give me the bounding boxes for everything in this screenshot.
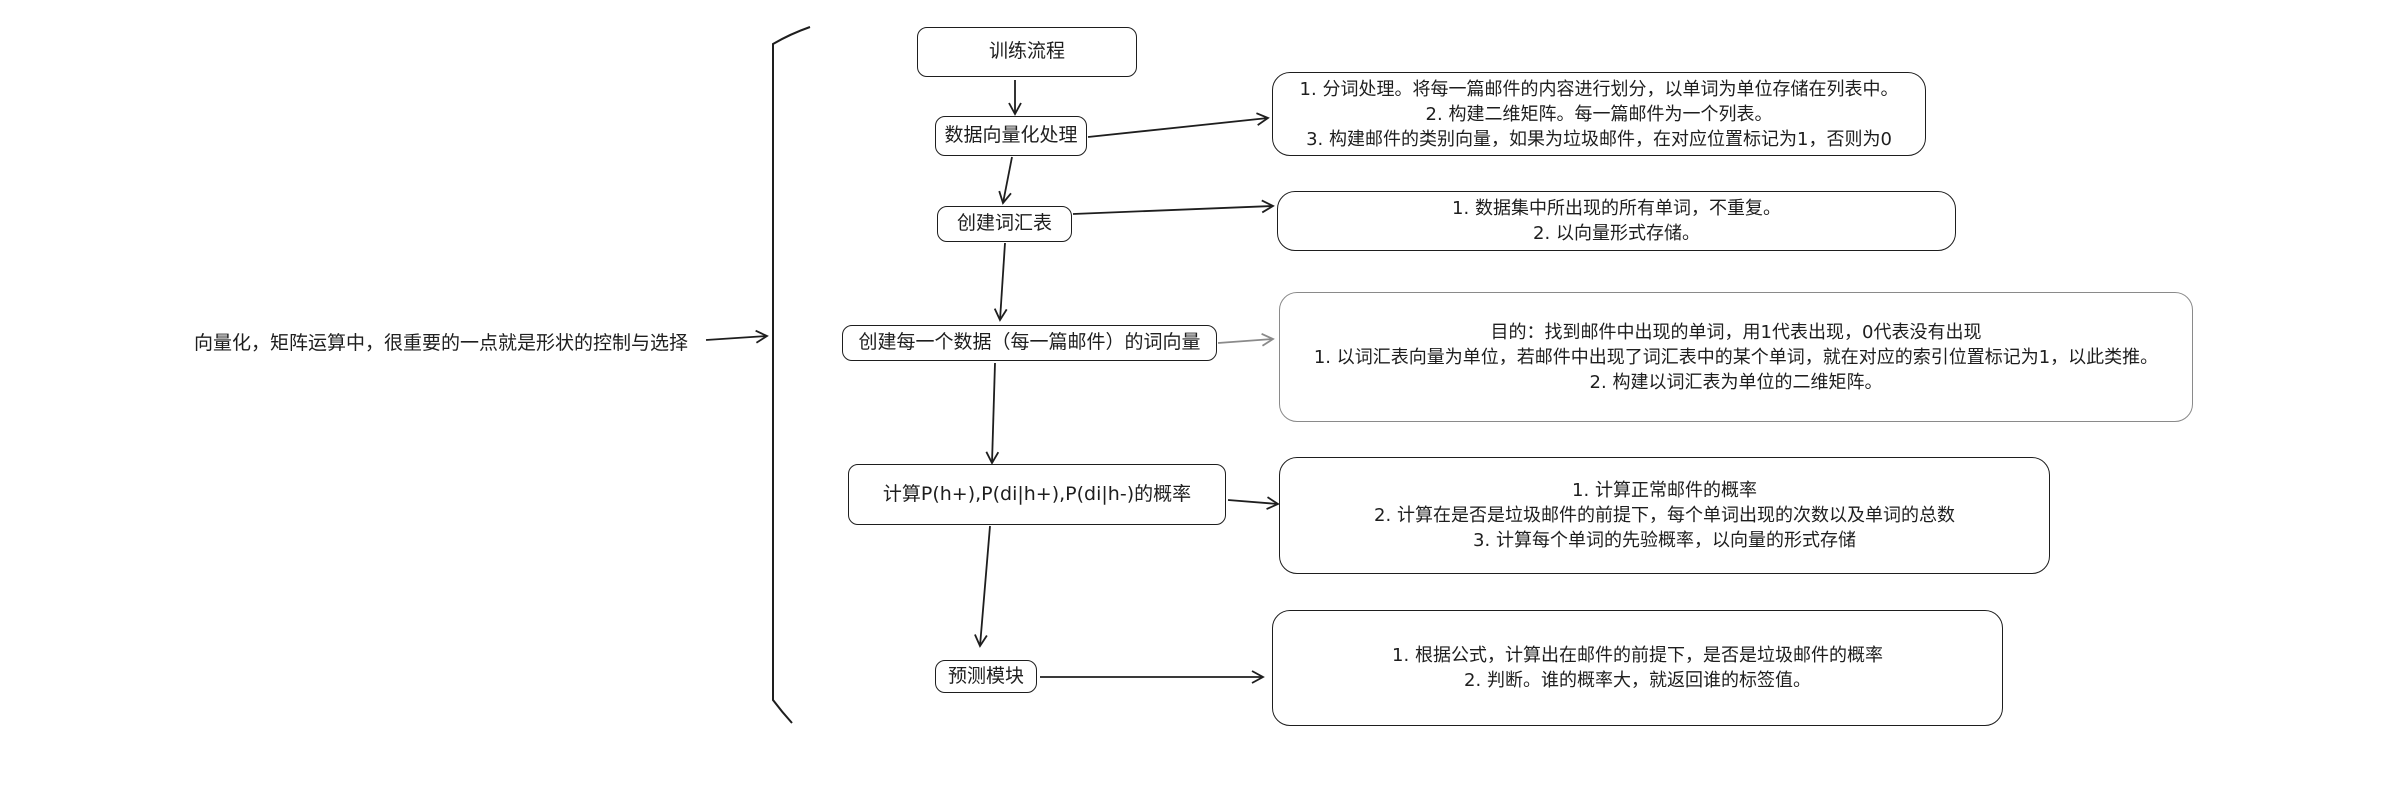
detail-arrow-4 (1227, 496, 1280, 510)
detail-line: 2. 构建二维矩阵。每一篇邮件为一个列表。 (1425, 103, 1773, 125)
detail-line: 2. 以向量形式存储。 (1533, 223, 1700, 244)
flow-arrow-5 (974, 525, 991, 648)
detail-arrow-3 (1217, 332, 1275, 347)
detail-arrow-1 (1087, 112, 1270, 138)
detail-line: 1. 数据集中所出现的所有单词，不重复。 (1452, 198, 1781, 219)
bracket (772, 26, 811, 724)
step-data-vectorization: 数据向量化处理 (935, 116, 1087, 156)
detail-line: 1. 以词汇表向量为单位，若邮件中出现了词汇表中的某个单词，就在对应的索引位置标… (1313, 346, 2159, 368)
detail-line: 2. 计算在是否是垃圾邮件的前提下，每个单词出现的次数以及单词的总数 (1374, 505, 1955, 526)
detail-line: 目的：找到邮件中出现的单词，用1代表出现，0代表没有出现 (1490, 321, 1982, 343)
detail-prediction: 1. 根据公式，计算出在邮件的前提下，是否是垃圾邮件的概率 2. 判断。谁的概率… (1272, 610, 2003, 726)
detail-line: 1. 分词处理。将每一篇邮件的内容进行划分，以单词为单位存储在列表中。 (1299, 78, 1899, 100)
step-word-vectors: 创建每一个数据（每一篇邮件）的词向量 (842, 325, 1217, 361)
detail-arrow-2 (1072, 199, 1275, 215)
side-note: 向量化，矩阵运算中，很重要的一点就是形状的控制与选择 (194, 332, 689, 354)
step-build-vocabulary: 创建词汇表 (937, 206, 1072, 242)
detail-probabilities: 1. 计算正常邮件的概率 2. 计算在是否是垃圾邮件的前提下，每个单词出现的次数… (1279, 457, 2050, 574)
step-compute-probabilities: 计算P(h+),P(di|h+),P(di|h-)的概率 (848, 464, 1226, 525)
flow-arrow-2 (998, 156, 1013, 205)
detail-vocabulary: 1. 数据集中所出现的所有单词，不重复。 2. 以向量形式存储。 (1277, 191, 1956, 251)
detail-line: 2. 构建以词汇表为单位的二维矩阵。 (1589, 371, 1883, 393)
detail-line: 2. 判断。谁的概率大，就返回谁的标签值。 (1464, 670, 1811, 691)
flow-arrow-3 (993, 242, 1008, 322)
detail-line: 1. 计算正常邮件的概率 (1572, 480, 1757, 501)
note-arrow (705, 329, 769, 344)
detail-line: 3. 计算每个单词的先验概率，以向量的形式存储 (1473, 530, 1856, 551)
step-training-flow: 训练流程 (917, 27, 1137, 77)
detail-word-vectors: 目的：找到邮件中出现的单词，用1代表出现，0代表没有出现 1. 以词汇表向量为单… (1279, 292, 2193, 422)
detail-line: 1. 根据公式，计算出在邮件的前提下，是否是垃圾邮件的概率 (1392, 645, 1883, 666)
step-prediction-module: 预测模块 (935, 660, 1037, 693)
detail-vectorization: 1. 分词处理。将每一篇邮件的内容进行划分，以单词为单位存储在列表中。 2. 构… (1272, 72, 1926, 156)
detail-line: 3. 构建邮件的类别向量，如果为垃圾邮件，在对应位置标记为1，否则为0 (1306, 128, 1892, 150)
flow-arrow-4 (985, 362, 1000, 465)
